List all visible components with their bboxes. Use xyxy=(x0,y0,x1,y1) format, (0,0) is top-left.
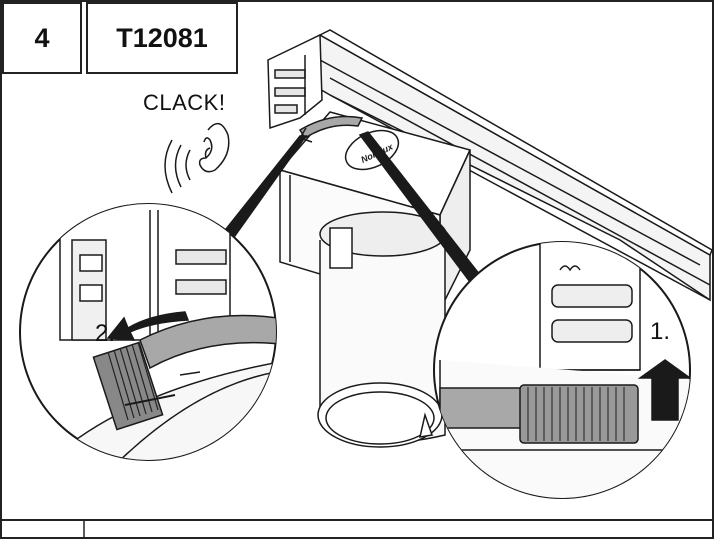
sound-indicator xyxy=(164,122,230,194)
sound-wave-icon xyxy=(185,149,191,181)
up-arrow-icon xyxy=(637,359,690,421)
spotlight-body xyxy=(317,211,447,448)
rotate-arrow-icon xyxy=(106,311,190,341)
step-two-label: 2. xyxy=(95,320,116,347)
step-one-label: 1. xyxy=(650,318,671,345)
sound-label: CLACK! xyxy=(143,90,226,115)
track-rail xyxy=(267,29,713,302)
detail-circle-right xyxy=(433,241,691,499)
ear-icon xyxy=(198,122,230,173)
step-number: 4 xyxy=(2,2,82,74)
product-code: T12081 xyxy=(86,2,238,74)
detail-circle-left xyxy=(19,203,277,461)
